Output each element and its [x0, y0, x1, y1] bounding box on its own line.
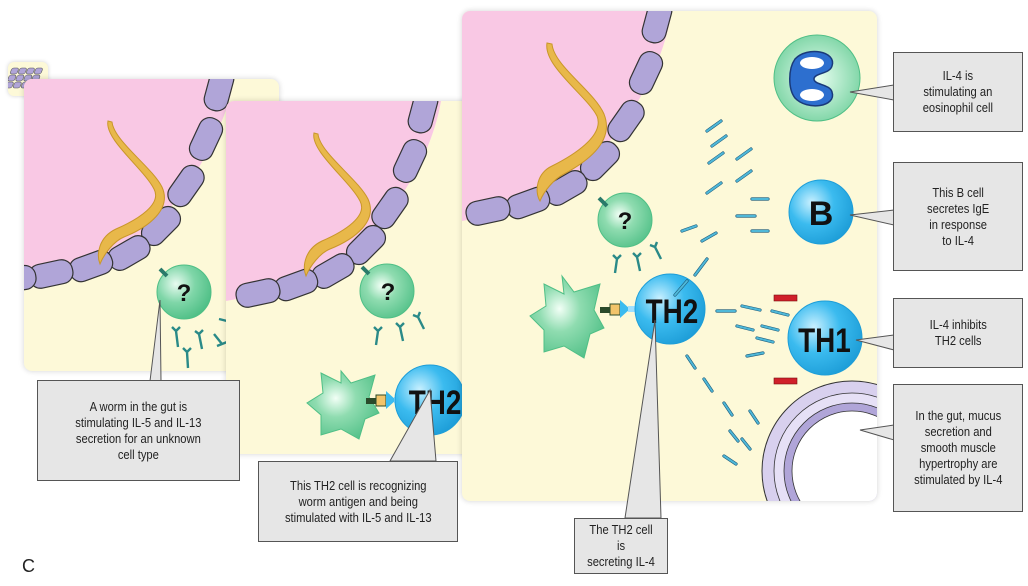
unknown-cell: ? [156, 264, 212, 320]
panel-3: ? TH2 B [462, 11, 877, 501]
b-cell: B [788, 179, 854, 245]
antigen-presenting-cell [306, 369, 380, 440]
unknown-cell: ? [359, 263, 415, 319]
antigen-presenting-cell [529, 274, 605, 359]
callout-th2-secreting: The TH2 cell is secreting IL-4 [574, 518, 668, 574]
tcr-mhc-complex [600, 300, 640, 318]
worm [536, 42, 607, 203]
eosinophil [773, 34, 861, 122]
worm [303, 132, 371, 278]
unknown-cell: ? [597, 192, 653, 248]
svg-text:?: ? [618, 208, 633, 235]
svg-text:TH1: TH1 [798, 321, 851, 359]
unknown-cell-label: ? [177, 280, 192, 307]
il4-cytokines [674, 120, 789, 465]
callout-worm-stimulating: A worm in the gut is stimulating IL-5 an… [37, 380, 240, 481]
b-cell-label: B [809, 195, 834, 233]
th1-cell: TH1 [787, 300, 863, 376]
callout-th1-inhibition: IL-4 inhibits TH2 cells [893, 298, 1023, 368]
svg-text:?: ? [381, 279, 396, 306]
gut-lumen [24, 79, 234, 284]
epithelium [235, 101, 439, 308]
callout-th2-recognizing: This TH2 cell is recognizing worm antige… [258, 461, 458, 542]
gut-cross-section [761, 380, 877, 501]
panel-2: ? TH2 [226, 101, 480, 454]
callout-eosinophil: IL-4 is stimulating an eosinophil cell [893, 52, 1023, 132]
callout-gut-effects: In the gut, mucus secretion and smooth m… [893, 384, 1023, 512]
callout-b-cell: This B cell secretes IgE in response to … [893, 162, 1023, 271]
inhibition-markers [773, 294, 798, 385]
worm [97, 120, 165, 266]
panel-label: C [22, 556, 35, 576]
